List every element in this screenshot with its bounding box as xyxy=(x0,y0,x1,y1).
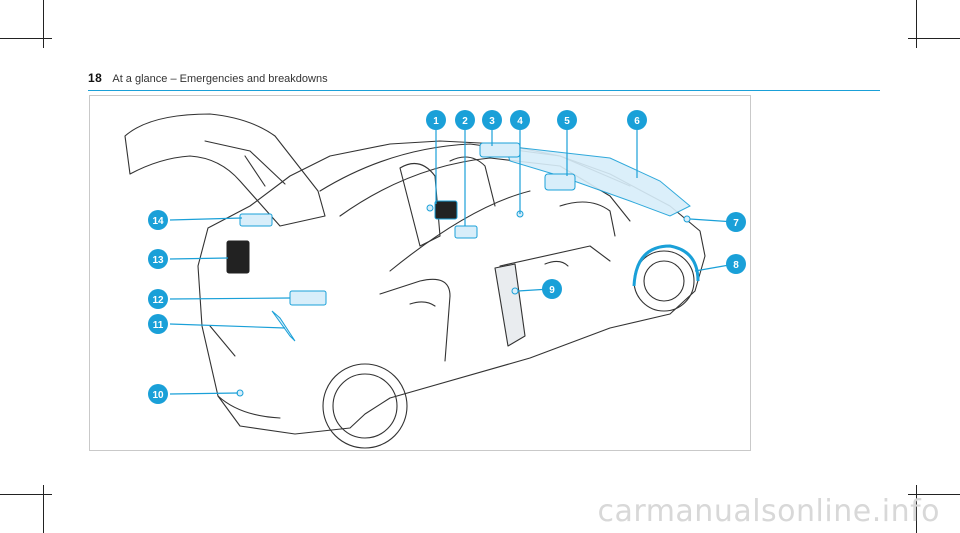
svg-text:13: 13 xyxy=(152,255,164,266)
callout-8: 8 xyxy=(726,254,746,274)
page-header: 18 At a glance – Emergencies and breakdo… xyxy=(88,71,328,87)
tailgate-panel-highlight xyxy=(239,213,273,227)
vehicle-figure: 1 2 3 4 5 6 7 8 9 10 11 12 13 14 xyxy=(89,95,751,451)
callout-10: 10 xyxy=(148,384,168,404)
crop-mark xyxy=(43,0,44,48)
b-pillar-point xyxy=(511,287,519,295)
svg-text:3: 3 xyxy=(489,116,495,127)
svg-text:1: 1 xyxy=(433,116,439,127)
rear-wheel xyxy=(322,363,408,449)
crop-mark xyxy=(916,0,917,48)
svg-text:11: 11 xyxy=(153,320,164,331)
callout-9: 9 xyxy=(542,279,562,299)
car-body-outline xyxy=(197,140,706,435)
crop-mark xyxy=(916,485,917,533)
crop-mark xyxy=(0,494,52,495)
crop-mark xyxy=(0,38,52,39)
car-illustration: 1 2 3 4 5 6 7 8 9 10 11 12 13 14 xyxy=(124,110,746,449)
roof-panel-highlight xyxy=(479,142,521,158)
callout-6: 6 xyxy=(627,110,647,130)
front-point xyxy=(683,215,691,223)
wheel-arch-highlight xyxy=(632,244,700,287)
svg-text:14: 14 xyxy=(152,216,164,227)
svg-text:7: 7 xyxy=(733,218,739,229)
svg-text:5: 5 xyxy=(564,116,570,127)
svg-text:2: 2 xyxy=(462,116,468,127)
callout-2: 2 xyxy=(455,110,475,130)
tailgate xyxy=(124,113,326,227)
header-rule xyxy=(88,90,880,91)
svg-text:6: 6 xyxy=(634,116,640,127)
callout-4: 4 xyxy=(510,110,530,130)
console-highlight xyxy=(454,225,478,239)
callout-5: 5 xyxy=(557,110,577,130)
glovebox-highlight xyxy=(434,200,458,220)
callout-3: 3 xyxy=(482,110,502,130)
svg-text:8: 8 xyxy=(733,260,739,271)
svg-text:4: 4 xyxy=(517,116,523,127)
side-trim-highlight xyxy=(271,310,296,342)
callout-1: 1 xyxy=(426,110,446,130)
svg-text:9: 9 xyxy=(549,285,555,296)
crop-mark xyxy=(908,38,960,39)
watermark: carmanualsonline.info xyxy=(597,494,940,529)
svg-text:12: 12 xyxy=(152,295,164,306)
windscreen-highlight xyxy=(504,145,691,217)
crop-mark xyxy=(908,494,960,495)
seat-highlight xyxy=(544,173,576,191)
crop-mark xyxy=(43,485,44,533)
callout-12: 12 xyxy=(148,289,168,309)
page-number: 18 xyxy=(88,71,103,85)
trunk-compartment-highlight xyxy=(289,290,327,306)
callout-14: 14 xyxy=(148,210,168,230)
callout-13: 13 xyxy=(148,249,168,269)
callout-markers: 1 2 3 4 5 6 7 8 9 10 11 12 13 14 xyxy=(148,110,746,404)
callout-11: 11 xyxy=(148,314,168,334)
warning-triangle-box xyxy=(226,240,250,274)
callout-7: 7 xyxy=(726,212,746,232)
front-wheel xyxy=(633,250,695,312)
section-title: At a glance – Emergencies and breakdowns xyxy=(112,73,328,85)
console-point xyxy=(426,204,434,212)
svg-text:10: 10 xyxy=(152,390,164,401)
